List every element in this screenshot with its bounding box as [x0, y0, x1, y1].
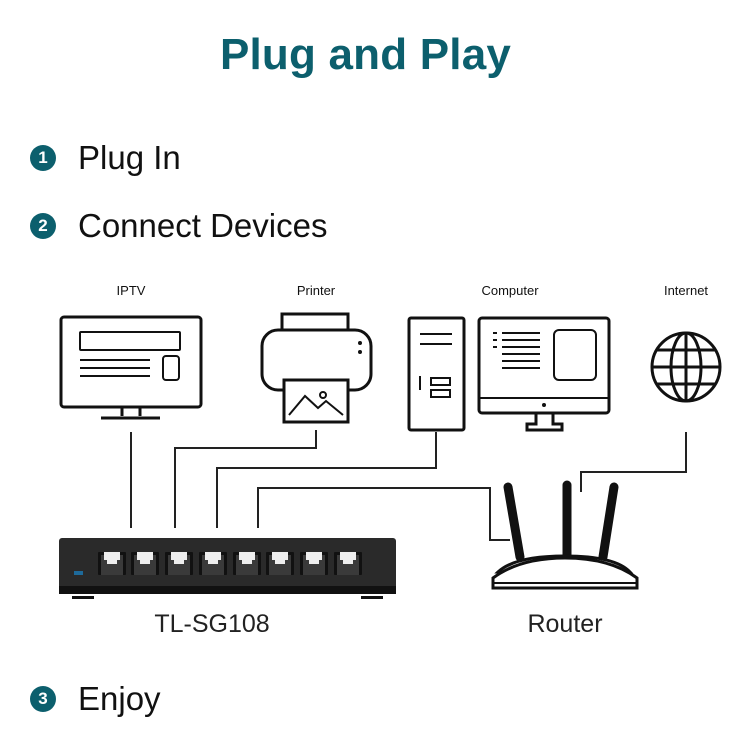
step-number: 3	[30, 686, 56, 712]
page-title: Plug and Play	[219, 30, 512, 79]
switch-led	[74, 571, 83, 575]
cable-printer	[174, 430, 317, 528]
computer-tower-icon	[407, 316, 466, 432]
switch-device	[59, 538, 396, 599]
switch-label: TL-SG108	[154, 610, 270, 638]
step-number: 1	[30, 145, 56, 171]
cable-internet	[580, 432, 687, 492]
monitor-icon	[477, 316, 611, 432]
iptv-label: IPTV	[116, 283, 146, 298]
router-label: Router	[527, 610, 603, 638]
router-device	[491, 480, 639, 590]
step-label: Connect Devices	[78, 207, 328, 244]
cable-computer	[216, 432, 437, 528]
cables	[130, 430, 687, 541]
step-connect-devices: 2 Connect Devices	[30, 206, 327, 246]
step-label: Plug In	[78, 139, 181, 176]
printer-icon	[260, 312, 373, 424]
globe-icon	[650, 331, 722, 403]
step-plug-in: 1 Plug In	[30, 138, 181, 178]
internet-label: Internet	[663, 283, 709, 298]
step-number: 2	[30, 213, 56, 239]
printer-label: Printer	[296, 283, 336, 298]
tv-icon	[59, 315, 203, 420]
step-enjoy: 3 Enjoy	[30, 679, 161, 719]
computer-label: Computer	[481, 283, 539, 298]
cable-router	[257, 487, 510, 541]
step-label: Enjoy	[78, 680, 161, 717]
